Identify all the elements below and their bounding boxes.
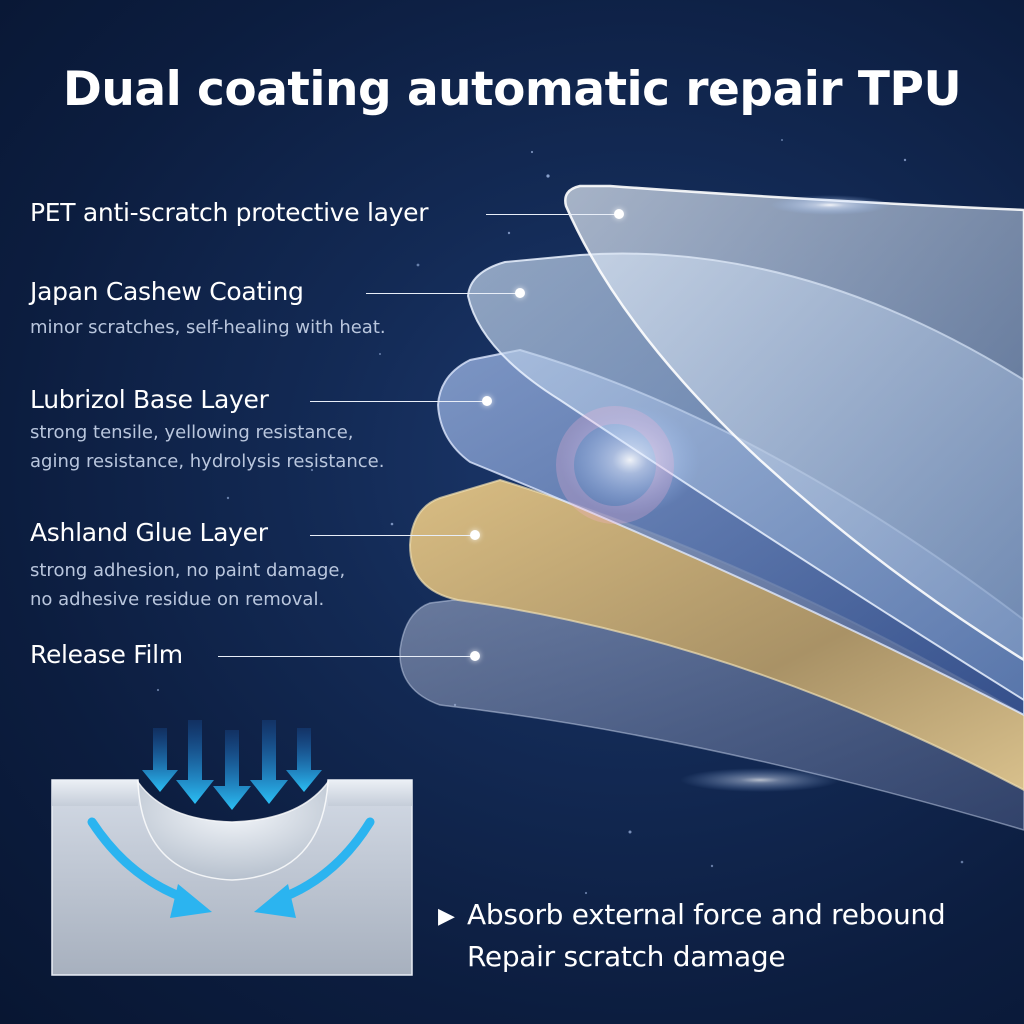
callout-line-glue (310, 535, 476, 536)
layer-description-glue-1: strong adhesion, no paint damage, (30, 560, 346, 581)
callout-line-base (310, 401, 486, 402)
page-title: Dual coating automatic repair TPU (62, 62, 962, 117)
layer-description-base-1: strong tensile, yellowing resistance, (30, 422, 354, 443)
layer-description-cashew: minor scratches, self-healing with heat. (30, 317, 386, 338)
callout-dot-release (470, 651, 480, 661)
callout-line-release (218, 656, 474, 657)
dent-depression (137, 779, 329, 881)
callout-dot-cashew (515, 288, 525, 298)
layer-label-cashew: Japan Cashew Coating (30, 277, 304, 306)
pressure-arrows (142, 720, 322, 810)
layer-description-glue-2: no adhesive residue on removal. (30, 589, 325, 610)
callout-line-pet (486, 214, 616, 215)
callout-line-cashew (366, 293, 518, 294)
light-flare (560, 405, 700, 515)
layer-label-glue: Ashland Glue Layer (30, 518, 268, 547)
benefit-repair-scratch: Repair scratch damage (467, 940, 786, 973)
callout-dot-pet (614, 209, 624, 219)
callout-dot-glue (470, 530, 480, 540)
layer-label-pet: PET anti-scratch protective layer (30, 198, 429, 227)
layer-description-base-2: aging resistance, hydrolysis resistance. (30, 451, 385, 472)
layer-label-release: Release Film (30, 640, 183, 669)
play-triangle-icon: ▶ (438, 904, 455, 929)
callout-dot-base (482, 396, 492, 406)
benefit-absorb-rebound: Absorb external force and rebound (467, 898, 946, 931)
layer-label-base: Lubrizol Base Layer (30, 385, 269, 414)
